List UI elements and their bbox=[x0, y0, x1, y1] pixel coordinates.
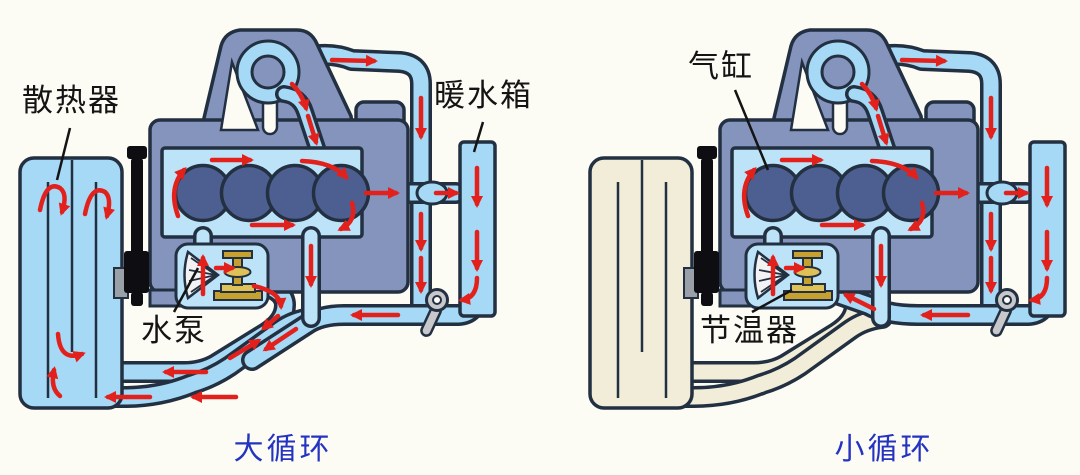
drain-tap bbox=[420, 288, 449, 337]
water-jacket bbox=[160, 146, 371, 239]
radiator bbox=[18, 156, 124, 410]
heater-tank bbox=[1028, 140, 1067, 318]
leader-lines bbox=[55, 121, 485, 313]
fan-belt bbox=[113, 146, 149, 306]
label-thermostat: 节温器 bbox=[700, 313, 799, 348]
label-heater-tank: 暖水箱 bbox=[434, 78, 533, 113]
label-water-pump: 水泵 bbox=[141, 313, 207, 348]
caption-big-circulation: 大循环 bbox=[233, 433, 333, 466]
leader-lines bbox=[733, 89, 793, 314]
label-cylinder: 气缸 bbox=[688, 49, 754, 84]
radiator bbox=[588, 156, 694, 410]
fan-belt bbox=[683, 146, 719, 306]
big-circulation-diagram bbox=[18, 28, 497, 410]
drain-tap bbox=[990, 288, 1019, 337]
small-circulation-diagram bbox=[588, 28, 1067, 410]
caption-small-circulation: 小循环 bbox=[834, 433, 934, 466]
label-radiator: 散热器 bbox=[22, 83, 121, 118]
flow-arrows bbox=[37, 54, 483, 403]
flow-arrows bbox=[741, 54, 1053, 321]
